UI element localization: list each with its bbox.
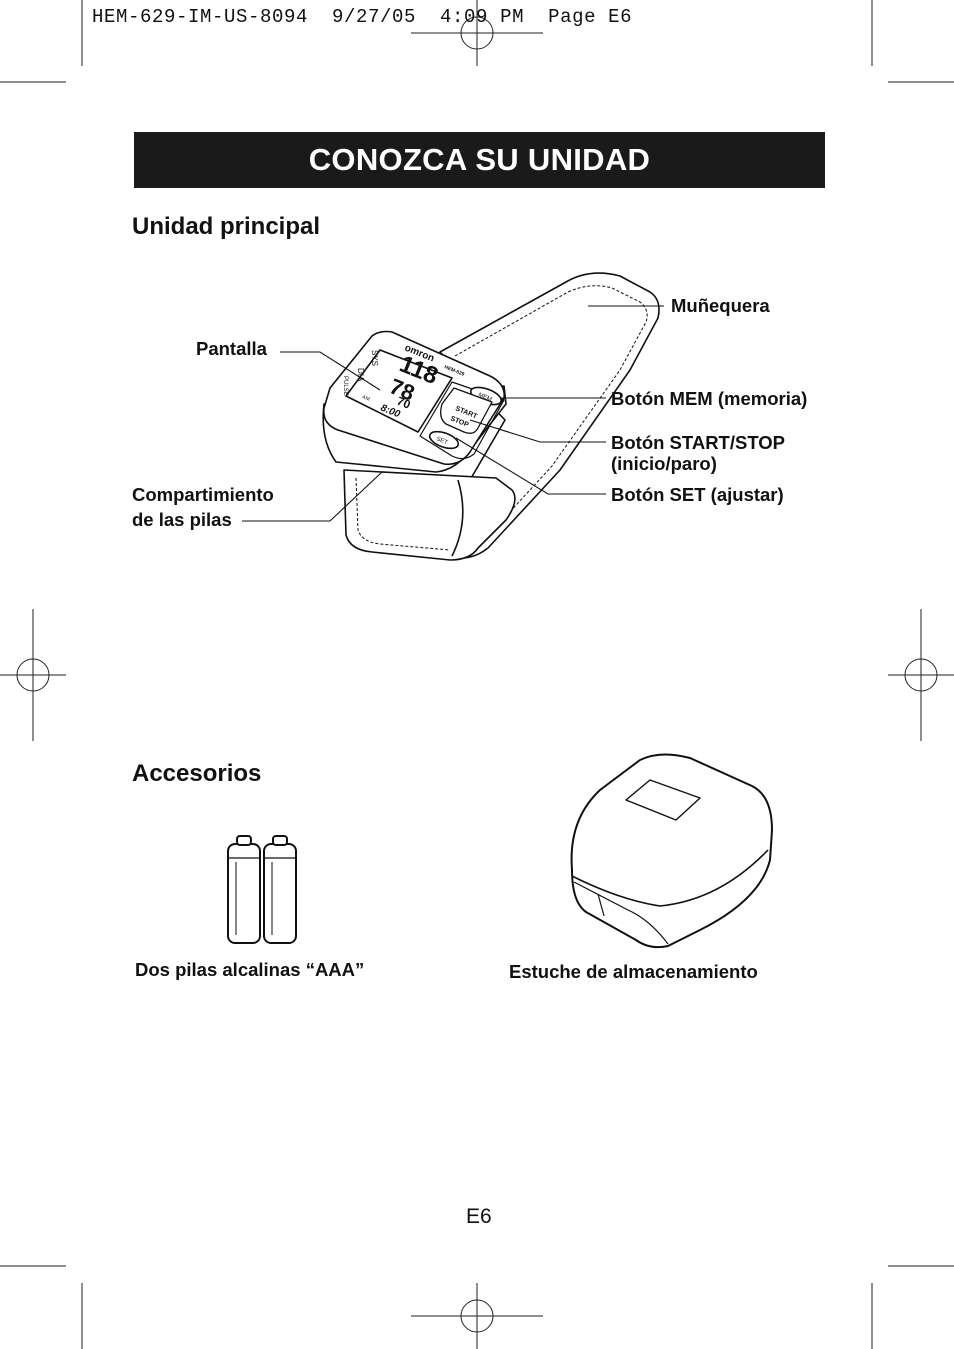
callout-start-stop-line2: (inicio/paro): [611, 453, 717, 474]
leader-set: [455, 437, 606, 495]
lcd-window: [345, 349, 453, 433]
accessories-heading: Accesorios: [132, 760, 262, 787]
dia-label: DIA: [356, 368, 365, 382]
page-number: E6: [466, 1205, 492, 1228]
set-button-text: SET: [435, 436, 448, 446]
callout-start-stop-line1: Botón START/STOP: [611, 432, 786, 453]
callout-wrist-cuff: Muñequera: [671, 295, 770, 316]
leader-display: [280, 351, 381, 391]
reading-pulse: 70: [395, 394, 413, 412]
start-stop-button-shape: [440, 387, 493, 434]
case-lid-window: [625, 779, 701, 821]
main-unit-heading: Unidad principal: [132, 213, 321, 240]
case-body: [570, 753, 773, 949]
sys-label: SYS: [370, 350, 379, 366]
batteries-caption: Dos pilas alcalinas “AAA”: [135, 959, 365, 980]
leader-start-stop: [469, 419, 606, 443]
ampm-label: AM: [361, 394, 370, 402]
callout-set-button: Botón SET (ajustar): [611, 484, 784, 505]
callout-battery-line1: Compartimiento: [132, 484, 274, 505]
set-button-shape: [428, 430, 460, 450]
pulse-label: PULSE: [342, 376, 348, 396]
page-title-bar: CONOZCA SU UNIDAD: [134, 132, 825, 188]
print-slug: HEM-629-IM-US-8094 9/27/05 4:09 PM Page …: [92, 6, 633, 28]
case-caption: Estuche de almacenamiento: [509, 961, 758, 982]
mem-button-text: MEM: [477, 392, 492, 403]
page-title: CONOZCA SU UNIDAD: [308, 142, 651, 177]
leader-battery: [242, 471, 383, 522]
callout-mem-button: Botón MEM (memoria): [611, 388, 808, 409]
callout-battery-line2: de las pilas: [132, 509, 232, 530]
callout-display: Pantalla: [196, 338, 267, 359]
